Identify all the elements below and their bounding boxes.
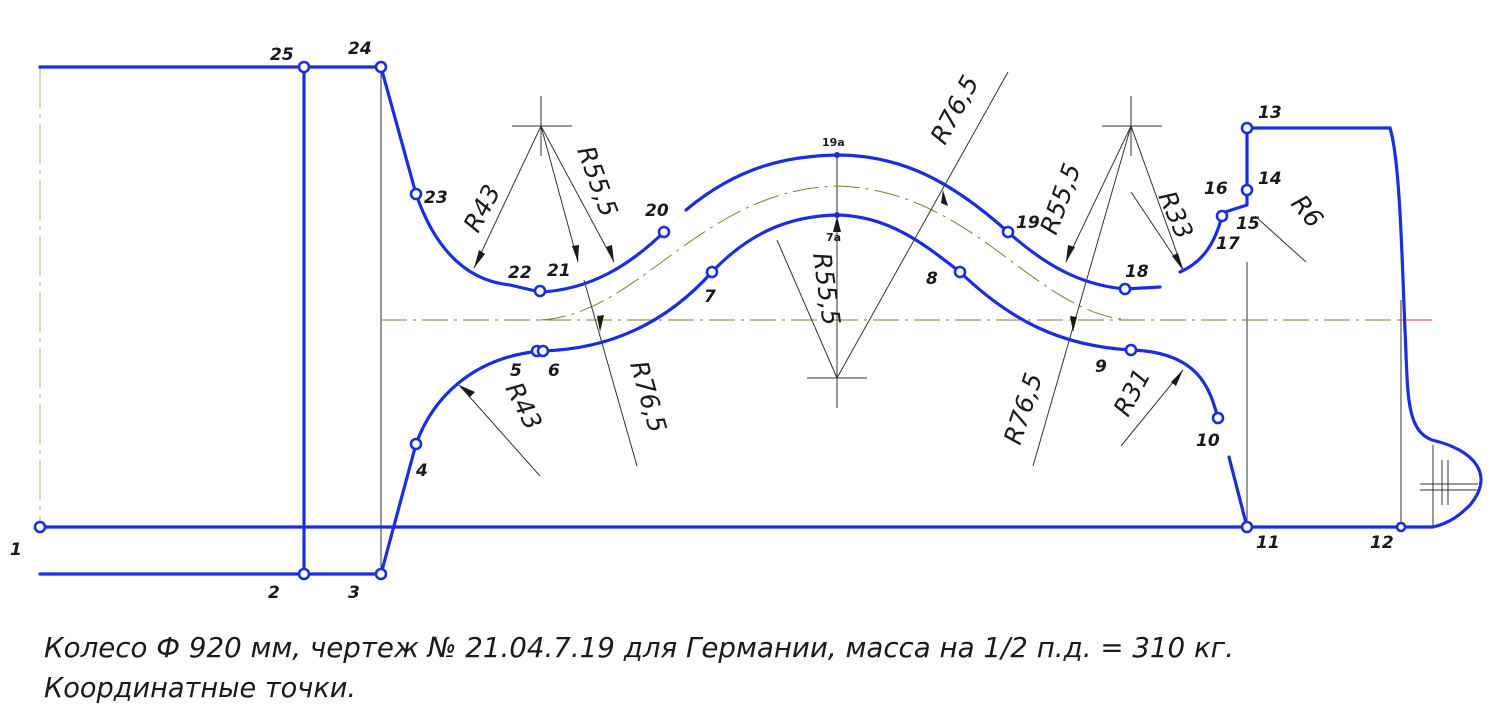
point-label-7: 7 bbox=[704, 287, 716, 307]
point-label-24: 24 bbox=[348, 39, 372, 59]
point-label-16: 16 bbox=[1204, 179, 1228, 199]
point-label-15: 15 bbox=[1236, 214, 1260, 234]
point-label-21: 21 bbox=[547, 261, 571, 281]
point-label-22: 22 bbox=[508, 263, 532, 283]
caption: Колесо Ф 920 мм, чертеж № 21.04.7.19 для… bbox=[44, 631, 1234, 704]
point-label-23: 23 bbox=[424, 188, 448, 208]
dim-r76-left: R76,5 bbox=[624, 358, 672, 436]
point-label-25: 25 bbox=[270, 45, 294, 65]
point-label-5: 5 bbox=[510, 361, 522, 381]
point-label-7a: 7а bbox=[826, 231, 841, 244]
coordinate-points bbox=[33, 60, 1407, 581]
point-label-10: 10 bbox=[1196, 431, 1220, 451]
dim-r76-top: R76,5 bbox=[925, 71, 985, 149]
dim-r55-right: R55,5 bbox=[1034, 159, 1086, 238]
point-label-18: 18 bbox=[1125, 262, 1149, 282]
point-label-2: 2 bbox=[268, 583, 280, 603]
point-label-9: 9 bbox=[1095, 357, 1107, 377]
dim-r55-center: R55,5 bbox=[807, 251, 846, 327]
point-label-20: 20 bbox=[645, 201, 669, 221]
dim-r76-right: R76,5 bbox=[998, 369, 1048, 447]
point-label-8: 8 bbox=[926, 269, 938, 289]
dim-r43-top: R43 bbox=[458, 180, 507, 237]
point-label-14: 14 bbox=[1258, 169, 1282, 189]
point-label-12: 12 bbox=[1370, 533, 1394, 553]
caption-line-1: Колесо Ф 920 мм, чертеж № 21.04.7.19 для… bbox=[44, 631, 1234, 664]
point-label-1: 1 bbox=[10, 540, 22, 560]
point-label-3: 3 bbox=[348, 583, 360, 603]
point-label-4: 4 bbox=[415, 461, 428, 481]
dimension-leaders bbox=[458, 71, 1307, 477]
dim-r6: R6 bbox=[1285, 189, 1329, 233]
dim-r55-left: R55,5 bbox=[571, 142, 623, 221]
dimension-arrows bbox=[459, 190, 1183, 397]
wheel-profile-outline bbox=[38, 65, 1483, 576]
caption-line-2: Координатные точки. bbox=[44, 671, 356, 704]
construction-lines bbox=[39, 68, 1478, 574]
point-label-11: 11 bbox=[1256, 533, 1280, 553]
point-label-17: 17 bbox=[1216, 234, 1240, 254]
point-label-13: 13 bbox=[1258, 103, 1282, 123]
point-label-6: 6 bbox=[548, 361, 560, 381]
dim-r43-bottom: R43 bbox=[500, 378, 548, 435]
point-label-19a: 19а bbox=[822, 136, 845, 149]
point-labels: 1 2 3 4 5 6 7 7а 8 9 10 11 12 13 14 15 1… bbox=[10, 39, 1394, 603]
point-label-19: 19 bbox=[1016, 213, 1040, 233]
